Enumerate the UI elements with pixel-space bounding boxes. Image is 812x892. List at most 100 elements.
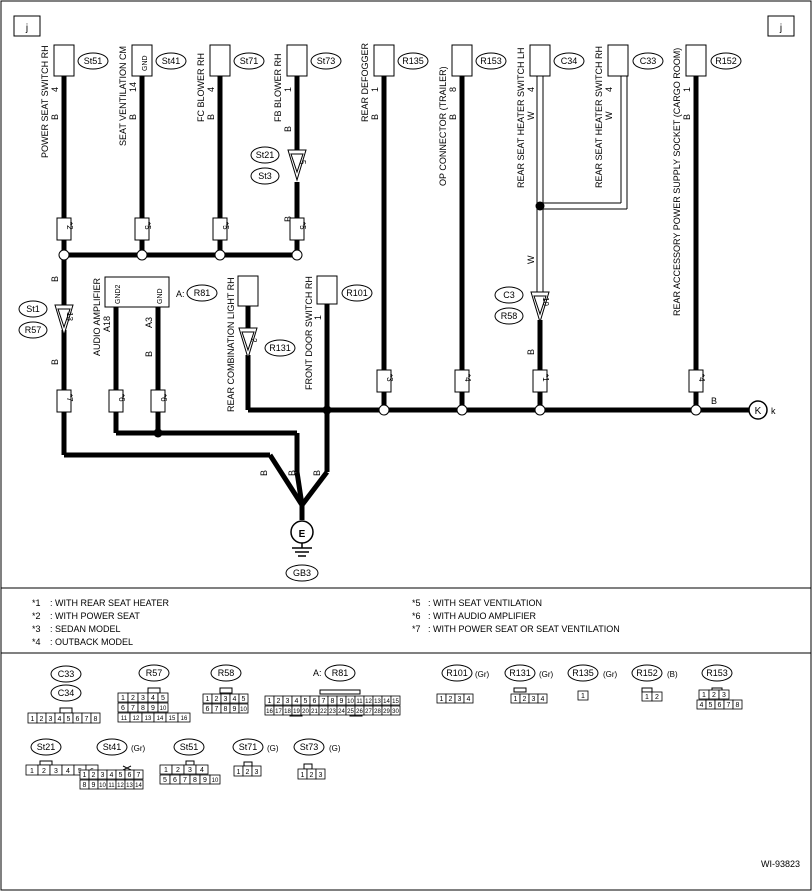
svg-text:C34: C34 xyxy=(58,688,75,698)
svg-text:10: 10 xyxy=(541,297,550,306)
svg-text:GB3: GB3 xyxy=(293,568,311,578)
connector-pin-number: 1 xyxy=(31,716,35,723)
connector-pin-number: 3 xyxy=(458,696,462,703)
svg-text:*2: *2 xyxy=(65,222,74,230)
svg-text:2: 2 xyxy=(249,338,258,343)
connector-pin-number: 2 xyxy=(42,768,46,775)
connector-pin-cell xyxy=(732,699,743,710)
connector-pin-cell xyxy=(209,774,221,785)
svg-text:W: W xyxy=(604,111,614,120)
connector-pin-number: 8 xyxy=(141,705,145,712)
connector-c33: C33 REAR SEAT HEATER SWITCH RH 4 W xyxy=(594,44,664,188)
connector-pin-number: 12 xyxy=(133,716,140,722)
connector-pin-number: 2 xyxy=(40,716,44,723)
connector-pin-number: 5 xyxy=(67,716,71,723)
connector-pin-number: 14 xyxy=(157,716,164,722)
svg-text:St3: St3 xyxy=(258,171,272,181)
connector-pin-number: 8 xyxy=(193,777,197,784)
svg-text:AUDIO AMPLIFIER: AUDIO AMPLIFIER xyxy=(92,277,102,356)
connector-pin-number: 3 xyxy=(319,772,323,779)
connector-pin-number: 2 xyxy=(215,696,219,703)
connector-pin-number: 1 xyxy=(301,772,305,779)
svg-text:R81: R81 xyxy=(332,668,349,678)
connector-pin-cell xyxy=(251,765,262,777)
right-page-tag: j xyxy=(767,15,795,37)
svg-text:K: K xyxy=(755,406,762,417)
ground-gb3: E GB3 xyxy=(285,520,319,582)
svg-text:R57: R57 xyxy=(146,668,163,678)
svg-text:W: W xyxy=(526,111,536,120)
connector-pin-number: 22 xyxy=(320,709,327,715)
connector-pin-number: 4 xyxy=(295,698,299,705)
splice-dot xyxy=(535,201,545,211)
svg-text:(Gr): (Gr) xyxy=(539,670,554,679)
svg-text:1: 1 xyxy=(370,87,380,92)
connector-pin-number: 4 xyxy=(151,695,155,702)
svg-text:*6: *6 xyxy=(159,394,168,402)
svg-text:*4: *4 xyxy=(32,637,41,647)
connector-pin-number: 1 xyxy=(581,693,585,700)
svg-text:*7: *7 xyxy=(412,624,421,634)
connector-pin-number: 2 xyxy=(176,767,180,774)
svg-text:A:: A: xyxy=(176,289,185,299)
svg-text:REAR COMBINATION LIGHT RH: REAR COMBINATION LIGHT RH xyxy=(226,277,236,412)
connector-pin-number: 10 xyxy=(240,707,247,713)
svg-text:REAR SEAT HEATER SWITCH LH: REAR SEAT HEATER SWITCH LH xyxy=(516,47,526,188)
svg-text:St73: St73 xyxy=(317,56,336,66)
connector-c34: C34 REAR SEAT HEATER SWITCH LH 4 W xyxy=(516,44,585,188)
connector-pin-number: 6 xyxy=(121,705,125,712)
connector-pin-number: 27 xyxy=(365,709,372,715)
svg-text:GND: GND xyxy=(142,55,149,71)
svg-text:FB BLOWER RH: FB BLOWER RH xyxy=(273,53,283,122)
connector-pin-number: 9 xyxy=(151,705,155,712)
connector-pin-number: 4 xyxy=(233,696,237,703)
connector-pin-number: 14 xyxy=(383,699,390,705)
upper-bus-junctions xyxy=(58,249,303,261)
svg-text:B: B xyxy=(50,276,60,282)
connector-pin-number: 1 xyxy=(83,772,87,779)
connector-pin-number: 3 xyxy=(722,692,726,699)
svg-text:B: B xyxy=(283,216,293,222)
connector-pin-number: 7 xyxy=(183,777,187,784)
connector-pin-number: 1 xyxy=(440,696,444,703)
connector-pin-number: 2 xyxy=(277,698,281,705)
svg-text:A18: A18 xyxy=(102,316,112,332)
svg-text:(Gr): (Gr) xyxy=(603,670,618,679)
connector-pin-number: 5 xyxy=(161,695,165,702)
connector-pin-number: 1 xyxy=(206,696,210,703)
svg-text:E: E xyxy=(299,529,306,540)
connector-pin-number: 8 xyxy=(83,782,87,789)
svg-text:1: 1 xyxy=(682,87,692,92)
connector-pin-number: 13 xyxy=(374,699,381,705)
connector-views: C33 C34 R57 R58 A: R81 R101 (Gr) R131 (G… xyxy=(25,664,743,790)
svg-text:: WITH POWER SEAT: : WITH POWER SEAT xyxy=(50,611,140,621)
reference-code: WI-93823 xyxy=(761,859,800,869)
connector-pin-cell xyxy=(577,690,589,701)
svg-text:OP CONNECTOR (TRAILER): OP CONNECTOR (TRAILER) xyxy=(438,66,448,186)
connector-pin-number: 6 xyxy=(206,706,210,713)
svg-text:SEAT VENTILATION CM: SEAT VENTILATION CM xyxy=(118,46,128,146)
connector-pin-number: 4 xyxy=(66,768,70,775)
connector-pin-number: 11 xyxy=(108,783,115,789)
connector-pin-number: 7 xyxy=(727,702,731,709)
svg-text:St51: St51 xyxy=(180,742,199,752)
connector-pin-number: 2 xyxy=(246,769,250,776)
ground-wire-labels: B B B xyxy=(259,470,322,476)
svg-text:4: 4 xyxy=(50,87,60,92)
svg-text:R101: R101 xyxy=(446,668,468,678)
connector-r152: R152 REAR ACCESSORY POWER SUPPLY SOCKET … xyxy=(672,44,742,316)
connector-pin-number: 15 xyxy=(392,699,399,705)
svg-text:C33: C33 xyxy=(640,56,657,66)
connector-pin-number: 1 xyxy=(514,696,518,703)
svg-text:: OUTBACK MODEL: : OUTBACK MODEL xyxy=(50,637,133,647)
connector-st71: St71 FC BLOWER RH 4 B xyxy=(196,44,265,122)
svg-text:R153: R153 xyxy=(480,56,502,66)
connector-pin-number: 7 xyxy=(131,705,135,712)
connector-pin-number: 2 xyxy=(712,692,716,699)
connector-pin-cell xyxy=(177,712,191,723)
svg-text:St21: St21 xyxy=(37,742,56,752)
svg-text:R131: R131 xyxy=(509,668,531,678)
svg-text:GND2: GND2 xyxy=(115,284,122,304)
left-page-tag: j xyxy=(13,15,41,37)
